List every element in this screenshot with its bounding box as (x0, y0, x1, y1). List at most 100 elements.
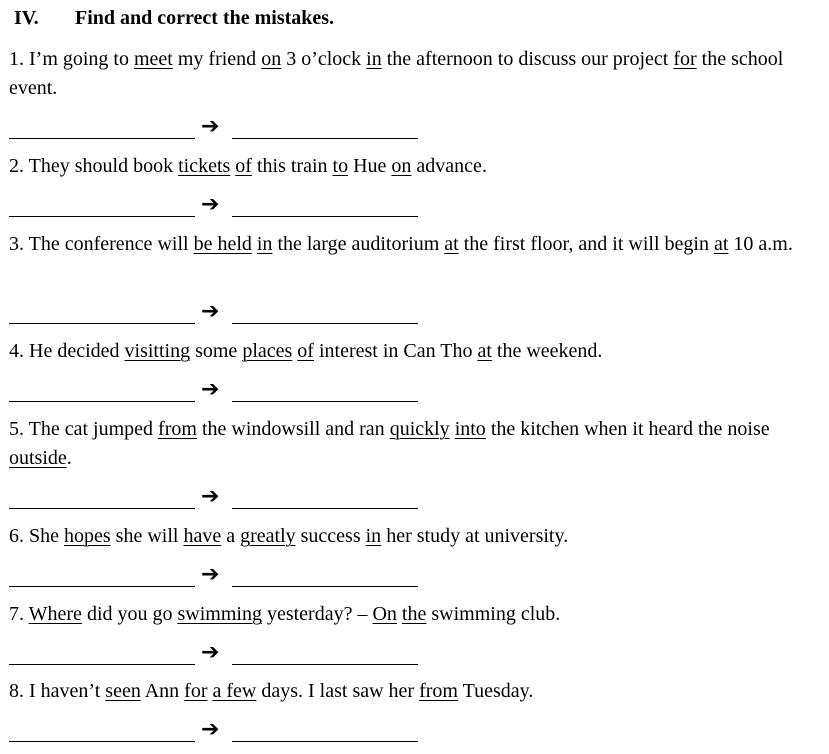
answer-row-7: ➔ (9, 640, 429, 670)
underlined-word: on (391, 155, 412, 177)
correction-blank[interactable] (232, 644, 418, 665)
mistake-blank[interactable] (9, 644, 195, 665)
underlined-word: for (184, 680, 208, 702)
underlined-word: of (297, 340, 314, 362)
arrow-right-icon: ➔ (201, 114, 220, 139)
sentence-fragment: the afternoon to discuss our project (381, 48, 674, 70)
section-heading: IV. Find and correct the mistakes. (14, 6, 334, 30)
mistake-blank[interactable] (9, 118, 195, 139)
question-text: 2. They should book tickets of this trai… (9, 152, 817, 181)
underlined-word: at (713, 233, 729, 255)
underlined-word: from (419, 680, 458, 702)
question-6: 6. She hopes she will have a greatly suc… (9, 522, 817, 551)
correction-blank[interactable] (232, 118, 418, 139)
question-5: 5. The cat jumped from the windowsill an… (9, 415, 817, 473)
underlined-word: of (235, 155, 252, 177)
question-text: 3. The conference will be held in the la… (9, 230, 817, 259)
underlined-word: meet (134, 48, 173, 70)
underlined-word: swimming (177, 603, 262, 625)
underlined-word: from (158, 418, 197, 440)
question-8: 8. I haven’t seen Ann for a few days. I … (9, 677, 817, 706)
sentence-fragment: 2. They should book (9, 155, 179, 177)
question-1: 1. I’m going to meet my friend on 3 o’cl… (9, 45, 817, 103)
underlined-word: in (256, 233, 273, 255)
arrow-right-icon: ➔ (201, 377, 220, 402)
question-text: 8. I haven’t seen Ann for a few days. I … (9, 677, 817, 706)
sentence-fragment: the kitchen when it heard the noise (485, 418, 770, 440)
sentence-fragment: the windowsill and ran (196, 418, 390, 440)
question-text: 6. She hopes she will have a greatly suc… (9, 522, 817, 551)
sentence-fragment: did you go (81, 603, 178, 625)
answer-row-3: ➔ (9, 299, 429, 329)
question-7: 7. Where did you go swimming yesterday? … (9, 600, 817, 629)
correction-blank[interactable] (232, 721, 418, 742)
section-number: IV. (14, 7, 39, 29)
sentence-fragment: 7. (9, 603, 29, 625)
mistake-blank[interactable] (9, 196, 195, 217)
underlined-word: at (444, 233, 459, 255)
underlined-word: seen (105, 680, 141, 702)
underlined-word: be held (193, 233, 252, 255)
underlined-word: for (673, 48, 697, 70)
arrow-right-icon: ➔ (201, 717, 220, 742)
correction-blank[interactable] (232, 196, 418, 217)
underlined-word: in (366, 48, 382, 70)
sentence-fragment: days. I last saw her (256, 680, 420, 702)
section-title: Find and correct the mistakes. (75, 7, 335, 29)
answer-row-2: ➔ (9, 192, 429, 222)
underlined-word: at (477, 340, 492, 362)
sentence-fragment: 1. I’m going to (9, 48, 134, 70)
answer-row-1: ➔ (9, 114, 429, 144)
mistake-blank[interactable] (9, 381, 195, 402)
arrow-right-icon: ➔ (201, 484, 220, 509)
sentence-fragment: 3 o’clock (281, 48, 367, 70)
sentence-fragment: the large auditorium (272, 233, 445, 255)
underlined-word: on (261, 48, 282, 70)
correction-blank[interactable] (232, 303, 418, 324)
question-2: 2. They should book tickets of this trai… (9, 152, 817, 181)
mistake-blank[interactable] (9, 721, 195, 742)
sentence-fragment: she will (110, 525, 184, 547)
sentence-fragment: 3. The conference will (9, 233, 194, 255)
underlined-word: to (332, 155, 349, 177)
sentence-fragment: 4. He decided (9, 340, 125, 362)
underlined-word: greatly (240, 525, 296, 547)
sentence-fragment: some (190, 340, 243, 362)
correction-blank[interactable] (232, 566, 418, 587)
mistake-blank[interactable] (9, 303, 195, 324)
underlined-word: places (242, 340, 293, 362)
sentence-fragment: Hue (348, 155, 392, 177)
sentence-fragment: 10 a.m. (728, 233, 793, 255)
answer-row-5: ➔ (9, 484, 429, 514)
mistake-blank[interactable] (9, 488, 195, 509)
underlined-word: the (401, 603, 427, 625)
underlined-word: visitting (124, 340, 191, 362)
underlined-word: Where (28, 603, 82, 625)
sentence-fragment: the school event. (9, 48, 784, 99)
arrow-right-icon: ➔ (201, 562, 220, 587)
question-3: 3. The conference will be held in the la… (9, 230, 817, 259)
question-text: 4. He decided visitting some places of i… (9, 337, 817, 366)
sentence-fragment: Ann (140, 680, 185, 702)
sentence-fragment: 5. The cat jumped (9, 418, 159, 440)
underlined-word: a few (212, 680, 257, 702)
arrow-right-icon: ➔ (201, 299, 220, 324)
correction-blank[interactable] (232, 488, 418, 509)
sentence-fragment: advance. (411, 155, 487, 177)
question-text: 7. Where did you go swimming yesterday? … (9, 600, 817, 629)
sentence-fragment: the first floor, and it will begin (458, 233, 714, 255)
underlined-word: have (183, 525, 222, 547)
underlined-word: On (372, 603, 397, 625)
underlined-word: outside (9, 447, 67, 469)
underlined-word: into (454, 418, 486, 440)
sentence-fragment: her study at university. (381, 525, 569, 547)
question-text: 1. I’m going to meet my friend on 3 o’cl… (9, 45, 817, 103)
correction-blank[interactable] (232, 381, 418, 402)
underlined-word: tickets (178, 155, 231, 177)
underlined-word: quickly (389, 418, 450, 440)
sentence-fragment: my friend (172, 48, 262, 70)
mistake-blank[interactable] (9, 566, 195, 587)
question-4: 4. He decided visitting some places of i… (9, 337, 817, 366)
arrow-right-icon: ➔ (201, 640, 220, 665)
